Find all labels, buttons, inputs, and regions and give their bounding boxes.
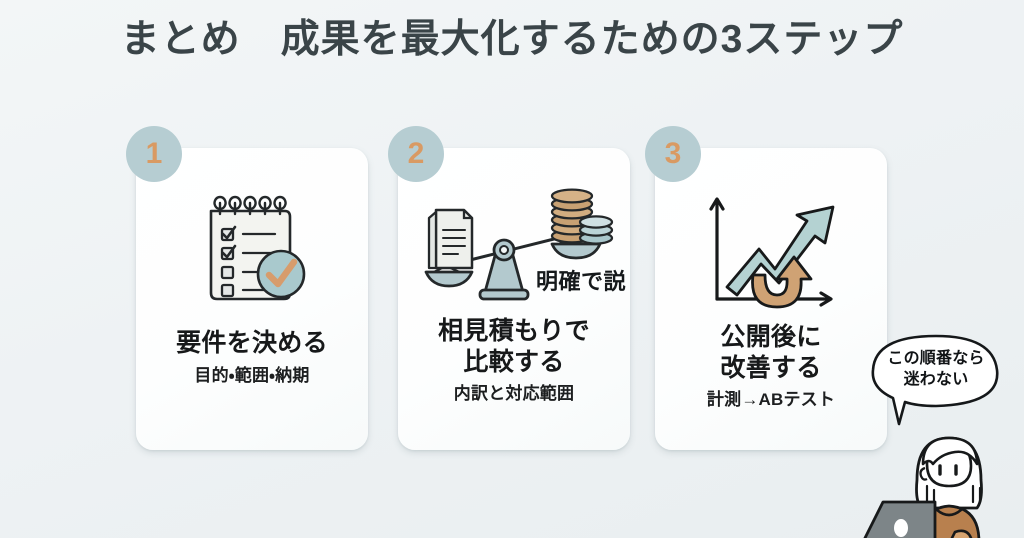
step-card-1-title: 要件を決める [176,329,328,357]
step-card-2-text: 相見積もりで 比較する 内訳と対応範囲 [398,316,630,404]
speech-bubble: この順番なら 迷わない [869,334,1003,426]
step-card-2-title: 相見積もりで 比較する [438,317,590,376]
checklist-notepad-icon [136,184,368,316]
step-number-badge-1: 1 [126,126,182,182]
step-card-1-text: 要件を決める 目的・範囲・納期 [136,328,368,386]
overlay-caption-text: 明確で説 [536,269,627,294]
page-title: まとめ 成果を最大化するための3ステップ [120,18,904,61]
growth-chart-icon [655,184,887,316]
step-card-1-subtitle: 目的・範囲・納期 [194,365,310,385]
step-card-2-subtitle: 内訳と対応範囲 [453,384,575,403]
speech-bubble-text: この順番なら 迷わない [887,350,985,389]
step-number-badge-2: 2 [388,126,444,182]
person-with-laptop-illustration [861,424,1024,538]
balance-scale-icon [398,184,630,316]
step-number-badge-3: 3 [645,126,701,182]
step-card-1[interactable]: 1 [126,126,368,450]
step-card-3-title: 公開後に 改善する [720,323,822,382]
step-card-2[interactable]: 2 [388,126,630,450]
step-card-3-text: 公開後に 改善する 計測→ABテスト [655,322,887,410]
step-card-3[interactable]: 3 公開後に 改善する 計測→ABテスト [645,126,887,450]
step-card-3-subtitle: 計測→ABテスト [706,390,836,409]
